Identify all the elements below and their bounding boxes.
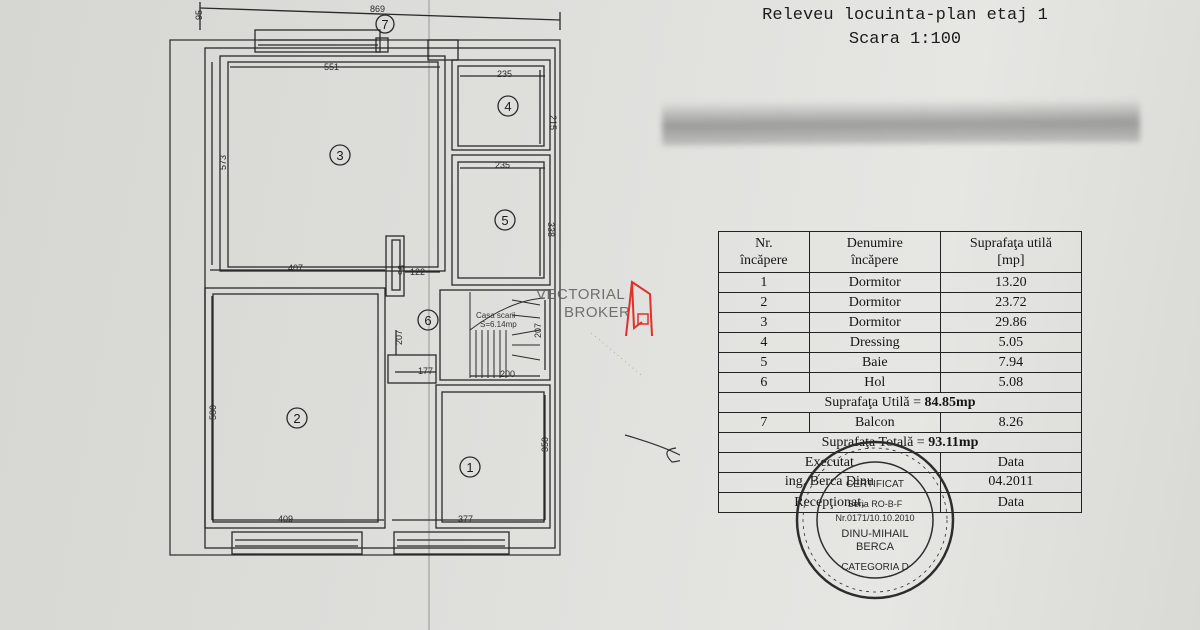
redacted-smudge <box>661 98 1141 146</box>
header-nr: Nr.încăpere <box>718 231 810 273</box>
dim-hall-height: 207 <box>394 330 404 345</box>
signature-scribble <box>624 434 680 463</box>
title-line: Releveu locuinta-plan etaj 1 <box>762 6 1048 25</box>
received-label: Recepţionat, <box>718 492 941 513</box>
executor-row: ing. Berca Dinu 04.2011 <box>718 472 1083 493</box>
dim-room5-height: 338 <box>546 222 556 237</box>
room-number-7: 7 <box>381 17 388 32</box>
dim-room3-width: 551 <box>324 62 339 72</box>
dim-room4-width: 235 <box>497 69 512 79</box>
room-2-walls <box>204 287 386 529</box>
dim-top-edge: 95 <box>194 10 204 20</box>
stair-area: S=6.14mp <box>480 320 517 329</box>
stair-label: Casa scarii <box>476 311 516 320</box>
total-area-value: 93.11mp <box>928 435 979 450</box>
room-5-walls <box>451 154 551 286</box>
received-date-label: Data <box>939 492 1083 513</box>
dim-stair-width: 200 <box>500 369 515 379</box>
dim-bottom-left: 409 <box>278 514 293 524</box>
dim-stair-height: 207 <box>533 323 543 338</box>
dim-room4-height: 215 <box>548 115 558 130</box>
header-area: Suprafaţa utilă[mp] <box>939 231 1083 273</box>
dim-line-top <box>199 7 561 21</box>
room-4-walls <box>451 59 551 151</box>
watermark-line-1: VECTORIAL <box>536 286 626 303</box>
useful-area-value: 84.85mp <box>924 395 976 410</box>
stamp-category: CATEGORIA D <box>841 562 909 573</box>
dim-room5-width: 235 <box>495 160 510 170</box>
stamp-name-2: BERCA <box>856 541 895 553</box>
stamp-cert: CERTIFICAT <box>846 479 904 490</box>
floor-plan: 869 95 551 573 235 215 235 338 407 122 9… <box>169 2 680 556</box>
dim-overall-width: 869 <box>370 4 385 14</box>
dim-room3-height: 573 <box>218 155 228 170</box>
executed-date: 04.2011 <box>939 472 1083 493</box>
stamp-series: Seria RO-B-F <box>848 499 903 509</box>
room-number-5: 5 <box>501 213 508 228</box>
watermark-text: VECTORIAL BROKER <box>476 286 630 322</box>
dim-bottom-right: 377 <box>458 514 473 524</box>
room-number-1: 1 <box>466 460 473 475</box>
dim-room1-height: 350 <box>540 437 550 452</box>
scale-line: Scara 1:100 <box>848 30 962 49</box>
useful-area-row: Suprafaţa Utilă = 84.85mp <box>718 392 1082 413</box>
room-3-walls <box>219 55 446 272</box>
stamp-number: Nr.0171/10.10.2010 <box>835 513 914 523</box>
broker-logo-icon <box>625 280 653 337</box>
room-1-walls <box>435 384 551 529</box>
room-number-3: 3 <box>336 148 343 163</box>
dim-room2-height: 580 <box>208 405 218 420</box>
room-number-4: 4 <box>504 99 511 114</box>
watermark-line-2: BROKER <box>564 304 631 321</box>
stamp-name-1: DINU-MIHAIL <box>841 528 908 540</box>
dim-room2-width: 407 <box>288 263 303 273</box>
dim-hall-width: 122 <box>410 267 425 277</box>
certification-stamp: CERTIFICAT Seria RO-B-F Nr.0171/10.10.20… <box>795 440 955 600</box>
document-title: Releveu locuinta-plan etaj 1 Scara 1:100 <box>740 4 1070 52</box>
dim-wall-95: 95 <box>396 265 406 275</box>
room-number-2: 2 <box>293 411 300 426</box>
staircase <box>439 289 551 381</box>
room-number-6: 6 <box>424 313 431 328</box>
date-label: Data <box>939 452 1083 473</box>
received-row: Recepţionat, Data <box>718 492 1083 513</box>
paper-fold-line <box>428 0 430 630</box>
dim-hall-bottom: 177 <box>418 366 433 376</box>
